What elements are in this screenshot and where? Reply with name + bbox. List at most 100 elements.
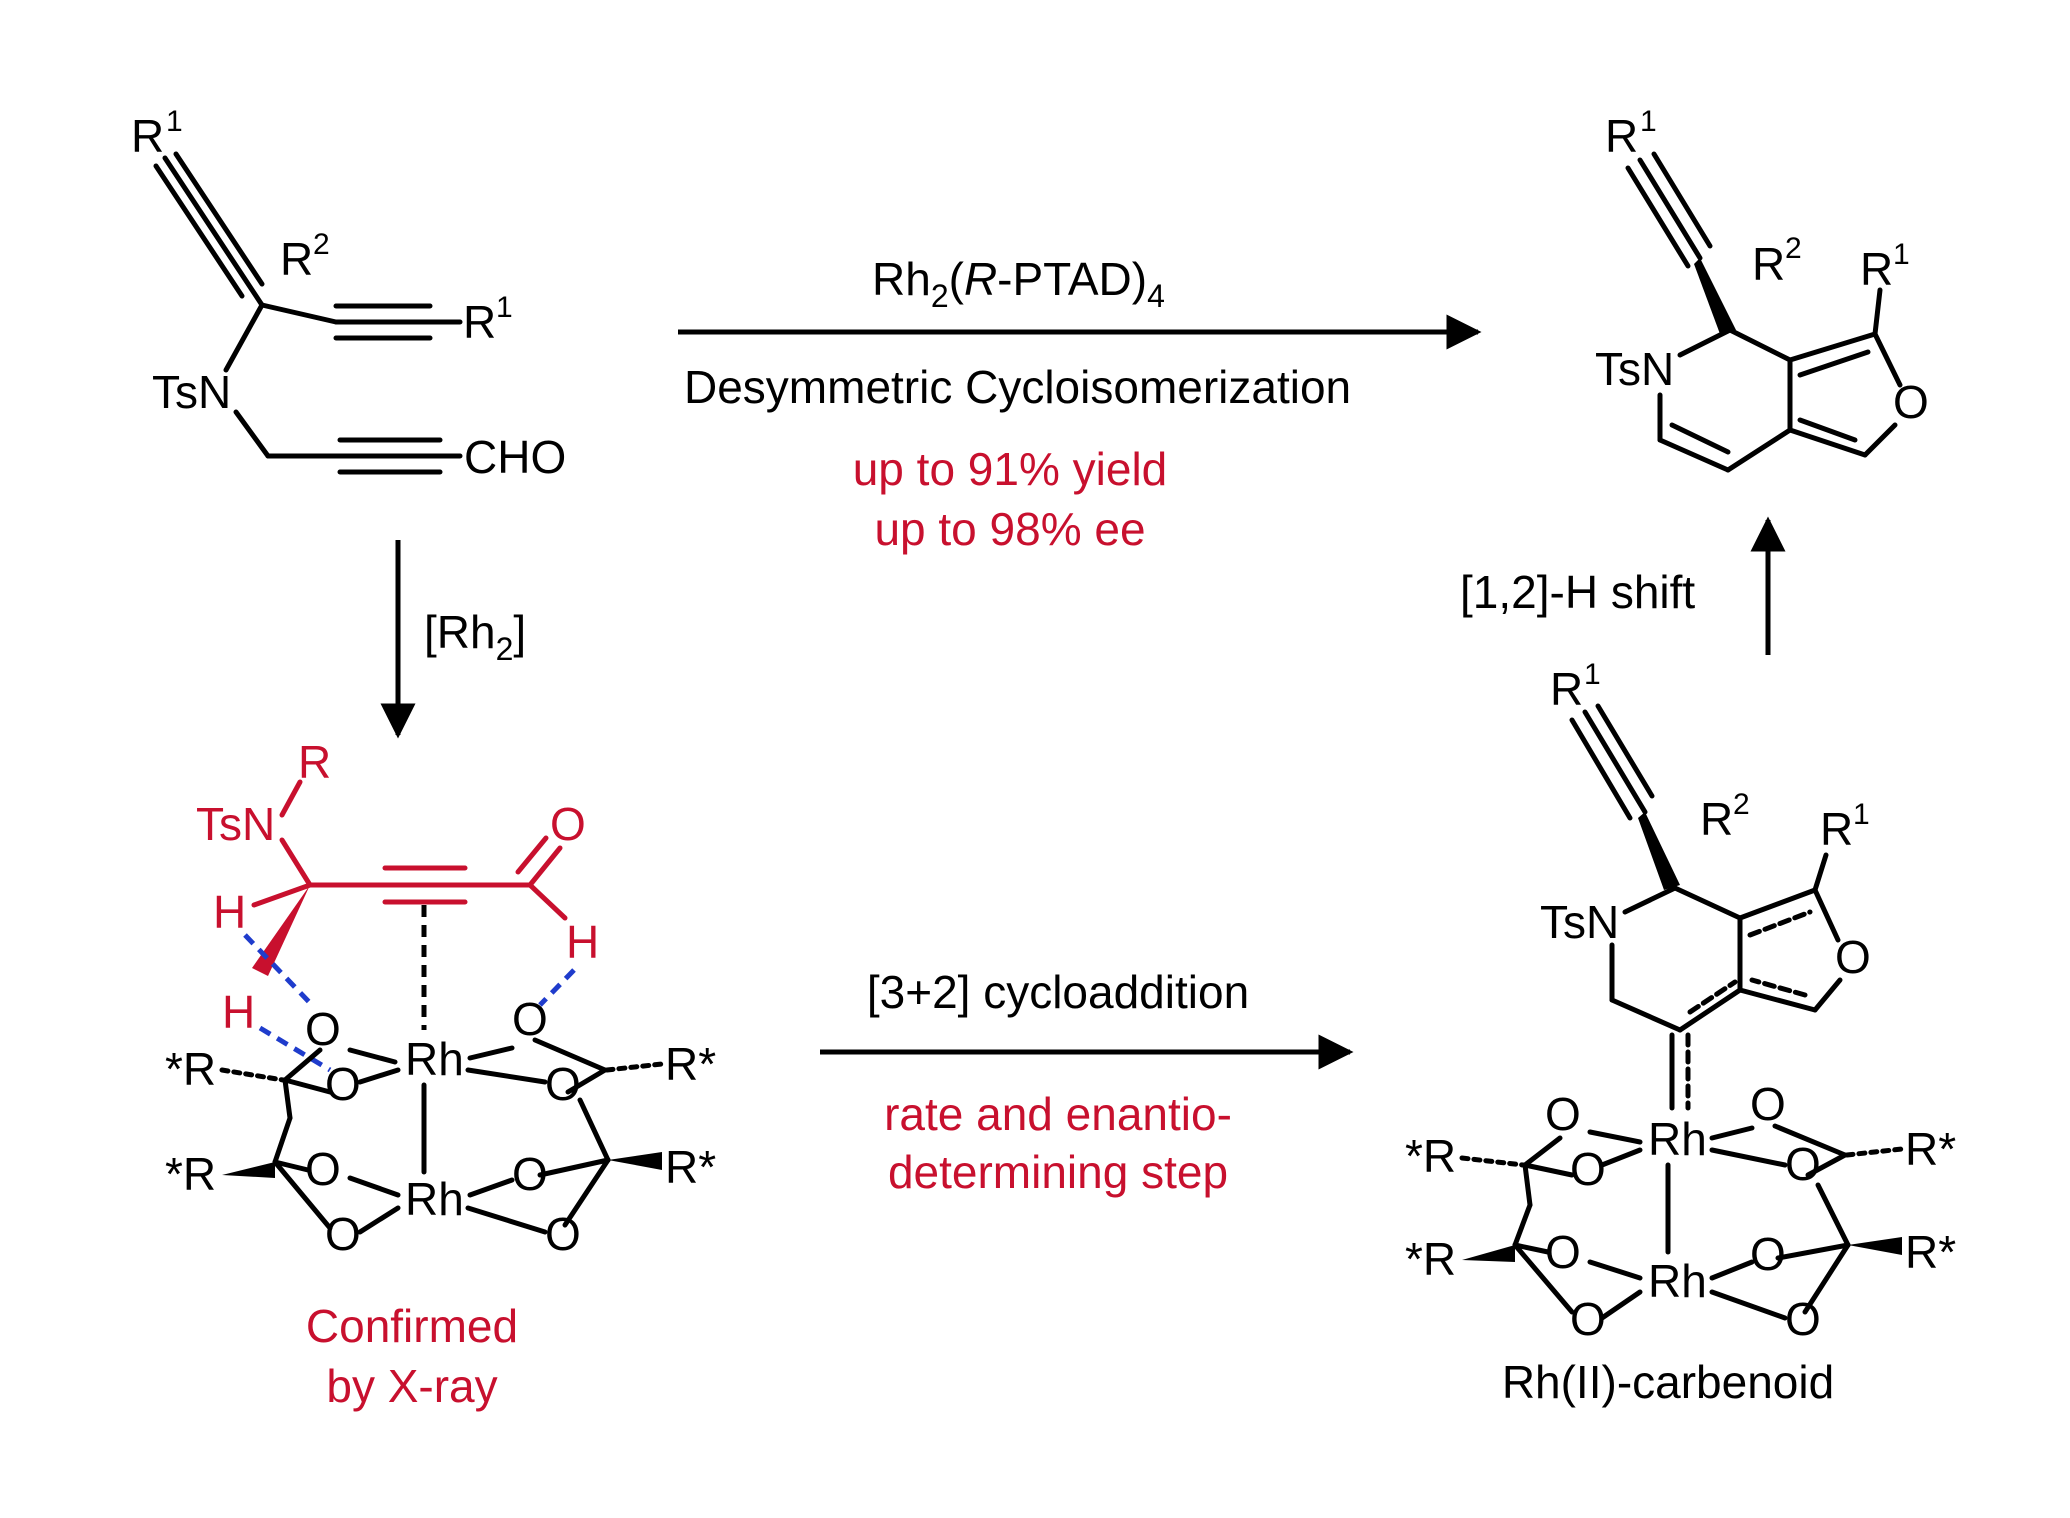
x-bond-o-rh-4 bbox=[465, 1067, 548, 1085]
c-bond-furan-3 bbox=[1812, 977, 1843, 1013]
c-hash-2 bbox=[1844, 1146, 1905, 1158]
p-bond-alkyne-c bbox=[1625, 165, 1691, 269]
c-wedge-3 bbox=[1462, 1245, 1515, 1262]
x-hash-1 bbox=[219, 1067, 286, 1083]
cycloaddition-label: [3+2] cycloaddition bbox=[867, 966, 1249, 1018]
c-bond-c-n bbox=[1622, 885, 1678, 915]
c-bond-o-rh-8 bbox=[1709, 1289, 1788, 1321]
c-bond-o-rh-5 bbox=[1587, 1259, 1643, 1281]
h-shift-label: [1,2]-H shift bbox=[1460, 566, 1695, 618]
x-atom-r: R bbox=[298, 736, 331, 788]
atom-r2: R bbox=[280, 233, 313, 285]
c-carboxylate-4c bbox=[1512, 1242, 1575, 1315]
x-carboxylate-1a bbox=[282, 1047, 323, 1083]
x-o-2: O bbox=[512, 993, 548, 1045]
rh2-label: [Rh2] bbox=[424, 606, 526, 667]
p-atom-r1-right: R bbox=[1860, 243, 1893, 295]
x-atom-h3: H bbox=[566, 916, 599, 968]
c-bond-o-rh-7 bbox=[1599, 1289, 1643, 1321]
atom-r1-top: R bbox=[131, 110, 164, 162]
c-carboxylate-3a bbox=[1815, 1182, 1851, 1248]
c-sup-r2: 2 bbox=[1733, 788, 1750, 821]
p-bond-ene-b bbox=[1669, 422, 1731, 455]
c-carboxylate-2b bbox=[1805, 1152, 1848, 1178]
c-bond-ring-b bbox=[1677, 987, 1743, 1033]
c-carboxylate-3c bbox=[1802, 1242, 1851, 1315]
x-carboxylate-1c bbox=[282, 1077, 293, 1121]
x-bond-o-rh-5 bbox=[347, 1175, 401, 1198]
x-bond-o-rh-2 bbox=[467, 1045, 515, 1061]
x-atom-h2: H bbox=[222, 986, 255, 1038]
c-atom-rh-top: Rh bbox=[1648, 1113, 1707, 1165]
c-atom-r2: R bbox=[1700, 793, 1733, 845]
cycloaddition-step: [3+2] cycloaddition rate and enantio- de… bbox=[820, 966, 1354, 1198]
c-o-4: O bbox=[1785, 1138, 1821, 1190]
x-carboxylate-3c bbox=[562, 1157, 611, 1228]
c-bond-furan-4b bbox=[1749, 977, 1808, 998]
p-bond-ring-b bbox=[1725, 427, 1793, 473]
x-carboxylate-2a bbox=[532, 1037, 608, 1073]
x-atom-rh-bottom: Rh bbox=[405, 1173, 464, 1225]
c-carboxylate-3b bbox=[1775, 1242, 1851, 1261]
x-bond-o-rh-1 bbox=[347, 1047, 398, 1065]
bond-quat-alkyne2 bbox=[259, 302, 339, 325]
product: R 1 R 2 TsN R 1 O bbox=[1595, 105, 1929, 473]
xray-caption-1: Confirmed bbox=[306, 1300, 518, 1352]
c-bond-ring-b2 bbox=[1687, 979, 1738, 1015]
c-atom-rh-bottom: Rh bbox=[1648, 1255, 1707, 1307]
x-carboxylate-3b bbox=[537, 1157, 611, 1178]
x-carboxylate-3a bbox=[577, 1097, 611, 1163]
c-o-2: O bbox=[1750, 1078, 1786, 1130]
p-atom-tsn: TsN bbox=[1595, 343, 1674, 395]
sup-r2: 2 bbox=[313, 228, 330, 261]
p-bond-c-n bbox=[1677, 327, 1733, 358]
c-bond-furan-1b bbox=[1747, 909, 1813, 938]
c-bond-o-rh-3 bbox=[1599, 1147, 1643, 1168]
p-bond-furan-4b bbox=[1797, 417, 1858, 443]
c-atom-r1-top: R bbox=[1550, 663, 1583, 715]
c-o-5: O bbox=[1545, 1226, 1581, 1278]
ee-text: up to 98% ee bbox=[874, 503, 1145, 555]
xray-caption-2: by X-ray bbox=[326, 1360, 497, 1412]
c-bond-furan-2 bbox=[1812, 887, 1841, 943]
p-atom-o: O bbox=[1893, 376, 1929, 428]
p-bond-c-ring bbox=[1727, 327, 1793, 363]
main-reaction-arrow: Rh2(R-PTAD)4 Desymmetric Cycloisomerizat… bbox=[678, 253, 1482, 555]
c-bond-o-rh-2 bbox=[1709, 1125, 1755, 1141]
x-atom-h1: H bbox=[213, 886, 246, 938]
c-carboxylate-4b bbox=[1512, 1242, 1551, 1255]
x-bond-n-c bbox=[279, 837, 313, 888]
p-bond-ene bbox=[1657, 437, 1731, 473]
p-atom-r2: R bbox=[1752, 238, 1785, 290]
c-bond-o-rh-6 bbox=[1709, 1259, 1755, 1281]
x-o-1: O bbox=[305, 1003, 341, 1055]
x-carboxylate-4c bbox=[272, 1159, 333, 1231]
c-rstar-3: *R bbox=[1405, 1233, 1456, 1285]
c-atom-r1-right: R bbox=[1820, 803, 1853, 855]
carbenoid: R 1 R 2 R 1 TsN O Rh Rh O O O O O bbox=[1405, 658, 1956, 1408]
p-bond-furan-2 bbox=[1872, 331, 1903, 388]
x-bond-o-rh-7 bbox=[357, 1205, 401, 1235]
c-atom-tsn: TsN bbox=[1540, 896, 1619, 948]
yield-text: up to 91% yield bbox=[853, 443, 1168, 495]
sup-r1-top: 1 bbox=[166, 105, 183, 138]
c-rstar-4: R* bbox=[1905, 1226, 1956, 1278]
x-wedge-h2 bbox=[252, 885, 310, 976]
c-carboxylate-1c bbox=[1522, 1162, 1533, 1208]
x-carboxylate-4a bbox=[272, 1115, 293, 1165]
atom-tsn: TsN bbox=[152, 366, 231, 418]
x-carboxylate-2b bbox=[565, 1067, 608, 1095]
bond-alkyne-1 bbox=[162, 155, 265, 308]
c-sup-r1-right: 1 bbox=[1853, 798, 1870, 831]
x-bond-o-rh-8 bbox=[465, 1205, 548, 1235]
p-atom-r1-top: R bbox=[1605, 110, 1638, 162]
p-bond-alkyne-b bbox=[1651, 151, 1713, 249]
x-o-4: O bbox=[545, 1058, 581, 1110]
bond-n-ch2 bbox=[233, 409, 271, 459]
c-rstar-2: R* bbox=[1905, 1123, 1956, 1175]
c-carboxylate-1a bbox=[1522, 1135, 1563, 1168]
c-wedge-bond bbox=[1638, 812, 1680, 890]
bond-quat-n bbox=[223, 302, 265, 373]
c-rstar-1: *R bbox=[1405, 1130, 1456, 1182]
p-bond-furan-1 bbox=[1787, 331, 1878, 363]
